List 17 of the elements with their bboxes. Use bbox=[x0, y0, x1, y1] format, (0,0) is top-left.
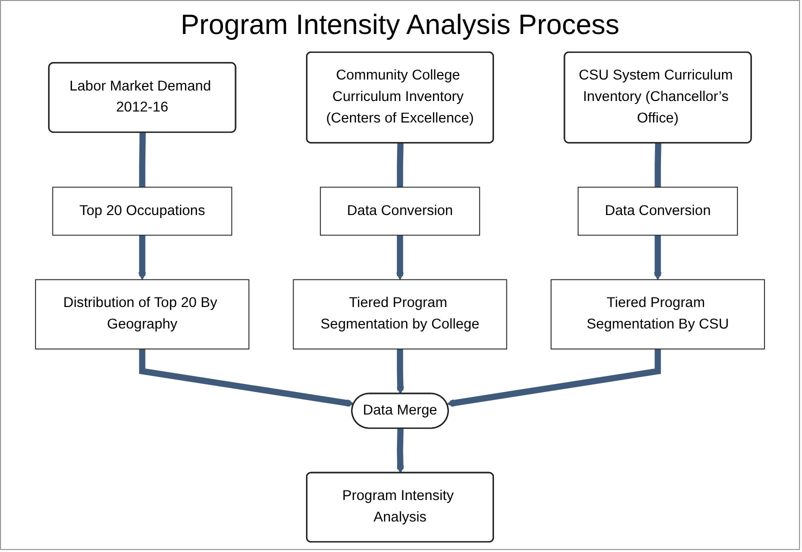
diagram-title: Program Intensity Analysis Process bbox=[180, 9, 620, 41]
arrow bbox=[138, 235, 146, 280]
arrow bbox=[446, 349, 661, 407]
connector bbox=[654, 143, 662, 188]
node-box: Data Conversion bbox=[320, 186, 480, 236]
arrow bbox=[139, 349, 354, 407]
node-box: Top 20 Occupations bbox=[52, 186, 232, 236]
node-box: Tiered Program Segmentation By CSU bbox=[550, 279, 765, 350]
node-box: Tiered Program Segmentation by College bbox=[292, 279, 508, 350]
connector bbox=[139, 132, 146, 188]
arrow bbox=[396, 349, 404, 394]
connector bbox=[396, 143, 404, 188]
arrow bbox=[396, 235, 404, 280]
arrow bbox=[396, 428, 404, 474]
arrow bbox=[654, 235, 662, 280]
node-box: Distribution of Top 20 By Geography bbox=[35, 279, 250, 350]
node-box: Data Conversion bbox=[578, 186, 738, 236]
